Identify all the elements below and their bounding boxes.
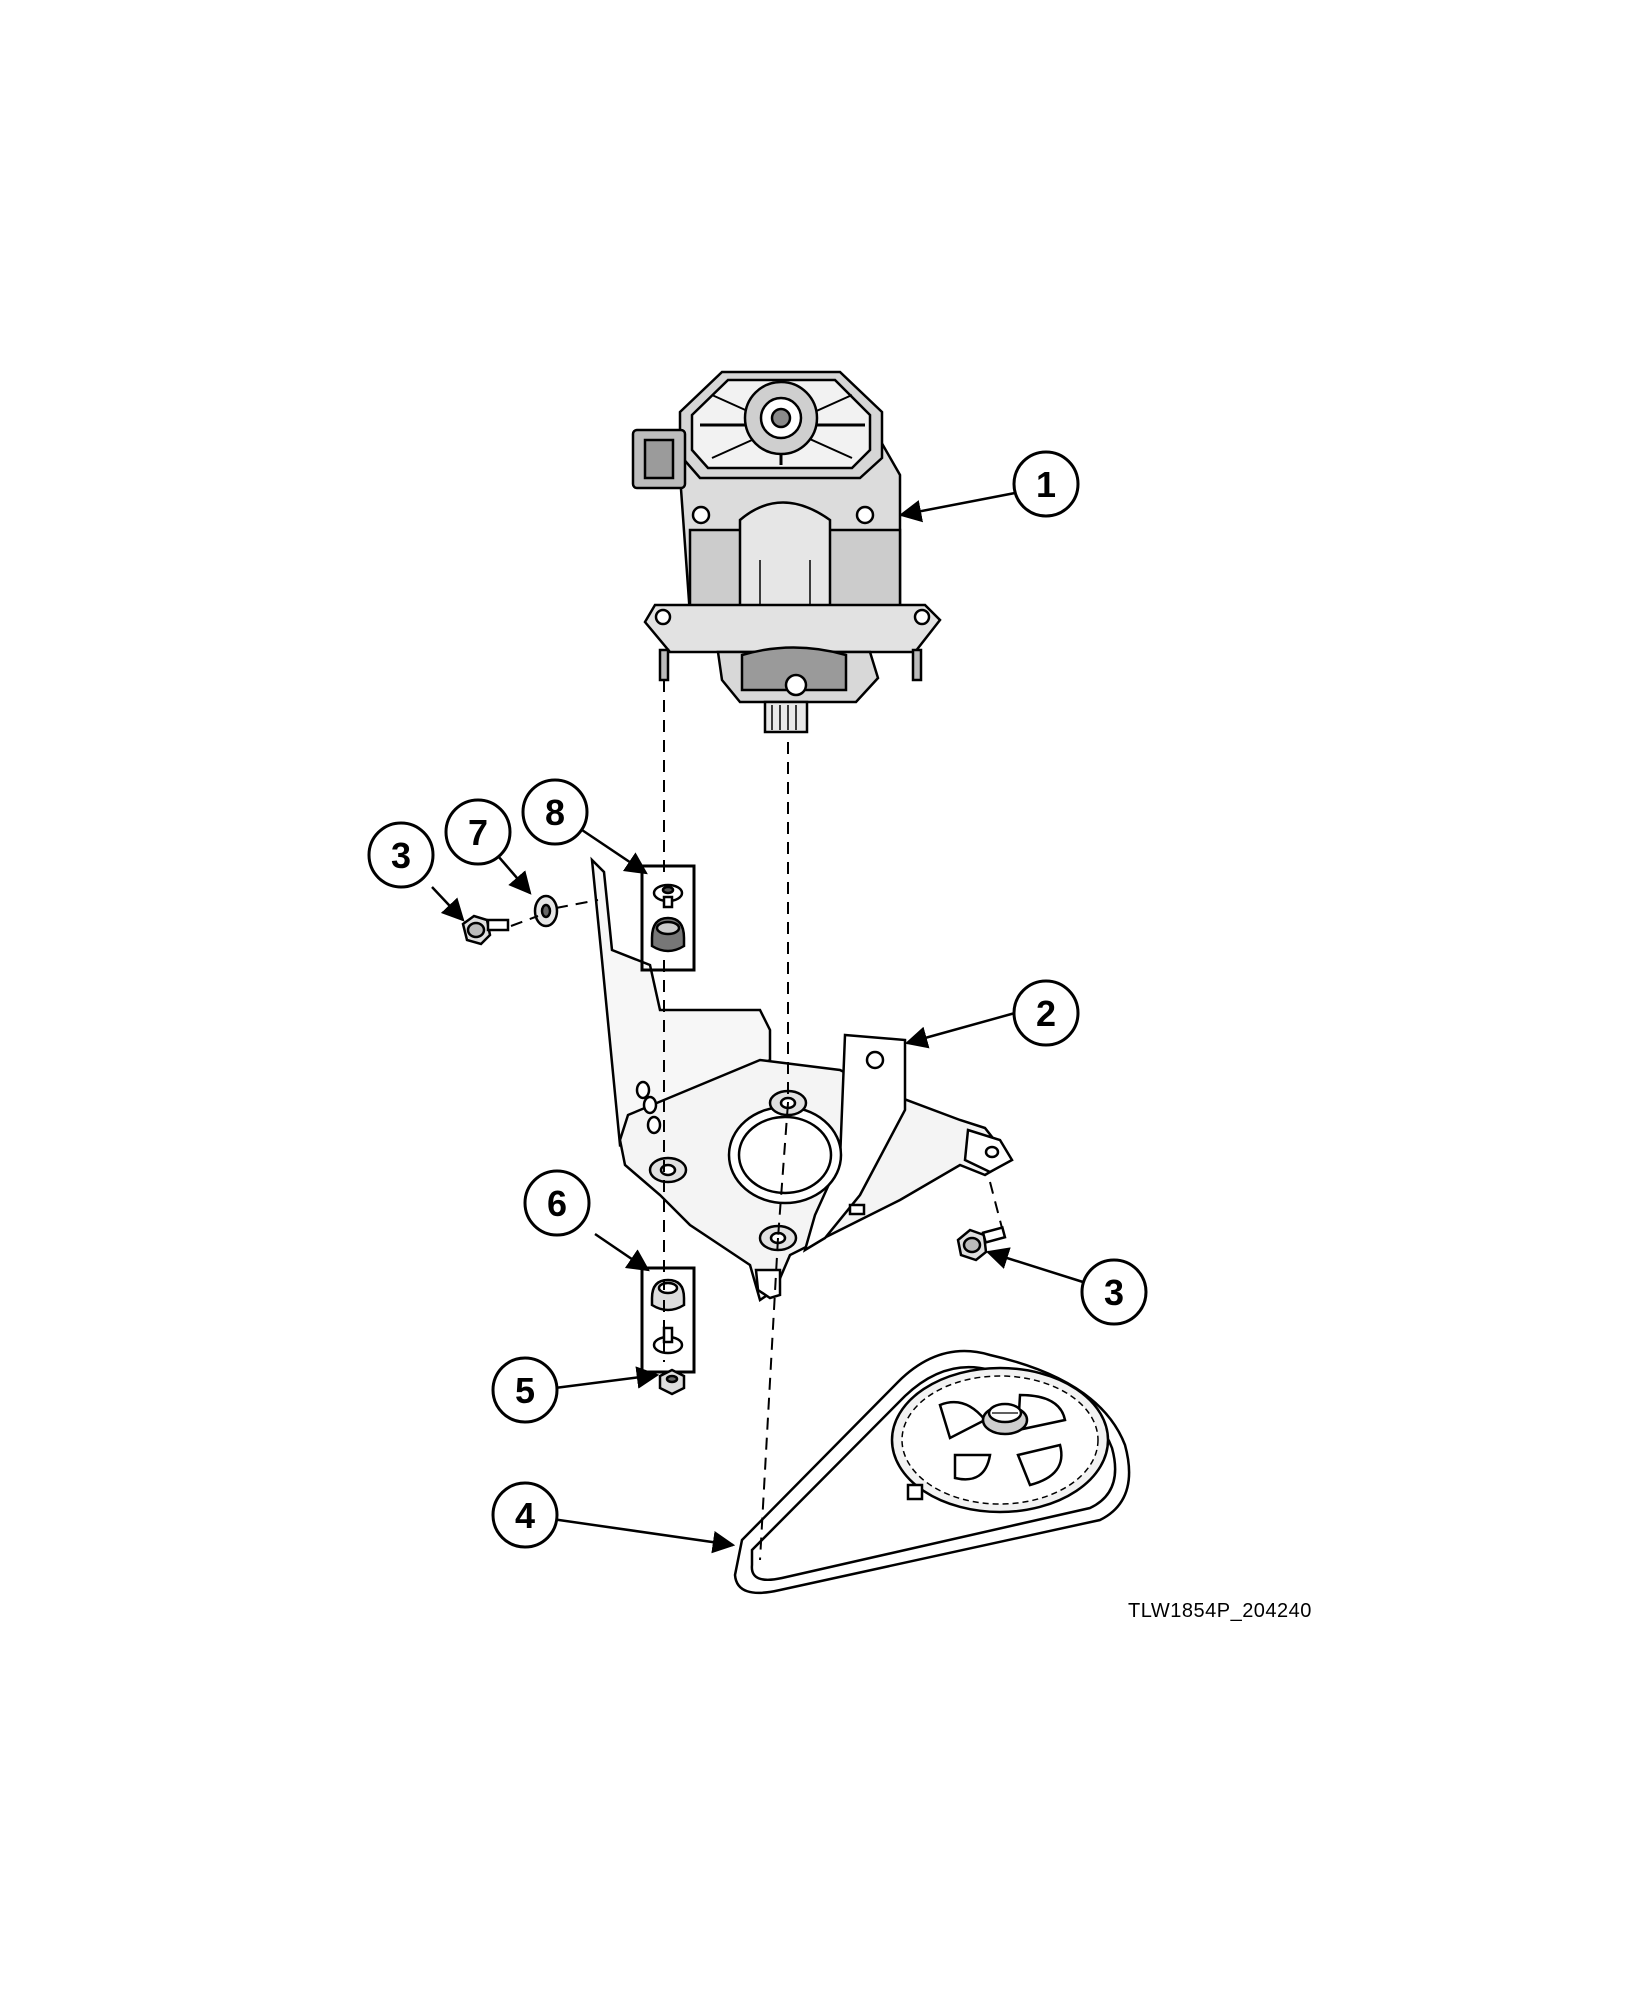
drive-belt (735, 1351, 1129, 1593)
callout-8: 8 (521, 778, 589, 846)
callout-3-left-label: 3 (391, 835, 411, 876)
bracket-screw-left (463, 916, 508, 944)
callout-6-label: 6 (547, 1183, 567, 1224)
callout-leaders (431, 491, 1084, 1554)
callout-1: 1 (1012, 450, 1080, 518)
upper-mount-grommets (642, 866, 694, 970)
leader-1 (898, 491, 1016, 523)
nut (660, 1370, 684, 1394)
callout-7: 7 (444, 798, 512, 866)
callout-2: 2 (1012, 979, 1080, 1047)
figure-id: TLW1854P_204240 (1128, 1600, 1312, 1622)
callout-4: 4 (491, 1481, 559, 1549)
assembly-guide-lines (510, 680, 1003, 1561)
callout-7-label: 7 (468, 812, 488, 853)
callout-1-label: 1 (1036, 464, 1056, 505)
leader-7 (497, 855, 532, 895)
callout-3-right: 3 (1080, 1258, 1148, 1326)
callout-5-label: 5 (515, 1370, 535, 1411)
leader-2 (904, 1011, 1016, 1049)
callout-5: 5 (491, 1356, 559, 1424)
leader-3-right (985, 1247, 1084, 1284)
callout-6: 6 (523, 1169, 591, 1237)
callout-8-label: 8 (545, 792, 565, 833)
lower-mount-grommets (642, 1268, 694, 1372)
callout-3-left: 3 (367, 821, 435, 889)
leader-3-left (431, 886, 465, 922)
leader-4 (544, 1516, 736, 1554)
leader-6 (594, 1232, 650, 1272)
washer (535, 896, 557, 926)
motor-bracket (592, 860, 1012, 1300)
leader-8 (581, 828, 648, 875)
leader-5 (546, 1366, 660, 1391)
motor (633, 372, 940, 732)
callout-3-right-label: 3 (1104, 1272, 1124, 1313)
callout-4-label: 4 (515, 1495, 535, 1536)
callout-2-label: 2 (1036, 993, 1056, 1034)
bracket-screw-right (958, 1228, 1005, 1260)
